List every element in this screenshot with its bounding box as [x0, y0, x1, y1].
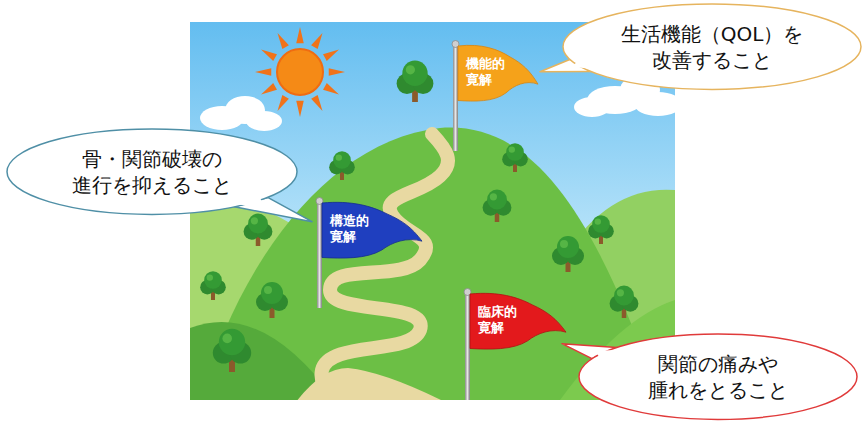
bubble-outline: [562, 3, 862, 90]
trees: [200, 61, 638, 372]
flag: 構造的 寛解: [322, 203, 422, 258]
sun-ray: [296, 27, 304, 43]
flag-label: 臨床的 寛解: [478, 304, 521, 337]
sun-ray: [323, 50, 339, 61]
bubble-ellipse: [7, 129, 297, 214]
flag-shape: [458, 45, 538, 101]
sun-ray: [261, 50, 277, 61]
flag: 機能的 寛解: [458, 46, 538, 101]
tree: [588, 215, 614, 244]
tree: [213, 329, 251, 372]
sun-ray: [296, 101, 304, 117]
tree: [483, 190, 512, 222]
tree: [610, 286, 639, 318]
bubble-tail: [234, 198, 312, 222]
sun-disc: [277, 49, 323, 95]
cloud: [200, 96, 282, 131]
sky: [190, 22, 675, 400]
tree: [502, 143, 528, 172]
sun-ray: [323, 83, 339, 94]
sun-ray: [255, 68, 271, 76]
sun-ray: [311, 33, 322, 49]
sun-ray: [329, 68, 345, 76]
scene: [190, 22, 675, 400]
bubble-outline: [6, 128, 298, 215]
tree: [329, 151, 355, 180]
bubble-outline: [578, 333, 858, 420]
mountain-path: [296, 368, 445, 400]
speech-bubble: 骨・関節破壊の 進行を抑えること: [6, 128, 298, 215]
flag-shape: [470, 293, 566, 349]
bubble-joint: [595, 350, 619, 359]
flag-shape: [322, 202, 422, 258]
bubble-ellipse: [563, 4, 861, 89]
flag: 臨床的 寛解: [470, 294, 566, 349]
bubble-ellipse: [579, 334, 857, 419]
sun-ray: [278, 33, 289, 49]
speech-bubble: 生活機能（QOL）を 改善すること: [562, 3, 862, 90]
tree: [397, 61, 434, 102]
bubble-text: 骨・関節破壊の 進行を抑えること: [70, 146, 234, 198]
mountain-path: [322, 134, 448, 400]
sun: [255, 27, 345, 117]
tree: [552, 236, 584, 272]
sun-ray: [278, 95, 289, 111]
tree: [200, 271, 226, 300]
bubble-joint: [234, 197, 266, 207]
flag-label: 機能的 寛解: [466, 56, 509, 89]
tree: [244, 214, 273, 246]
bubble-text: 生活機能（QOL）を 改善すること: [612, 21, 812, 73]
sun-ray: [311, 95, 322, 111]
bubble-text: 関節の痛みや 腫れをとること: [647, 351, 789, 403]
tree: [256, 282, 288, 318]
bubble-joint: [572, 60, 594, 69]
speech-bubble: 関節の痛みや 腫れをとること: [578, 333, 858, 420]
flag-label: 構造的 寛解: [330, 213, 373, 246]
sun-ray: [261, 83, 277, 94]
